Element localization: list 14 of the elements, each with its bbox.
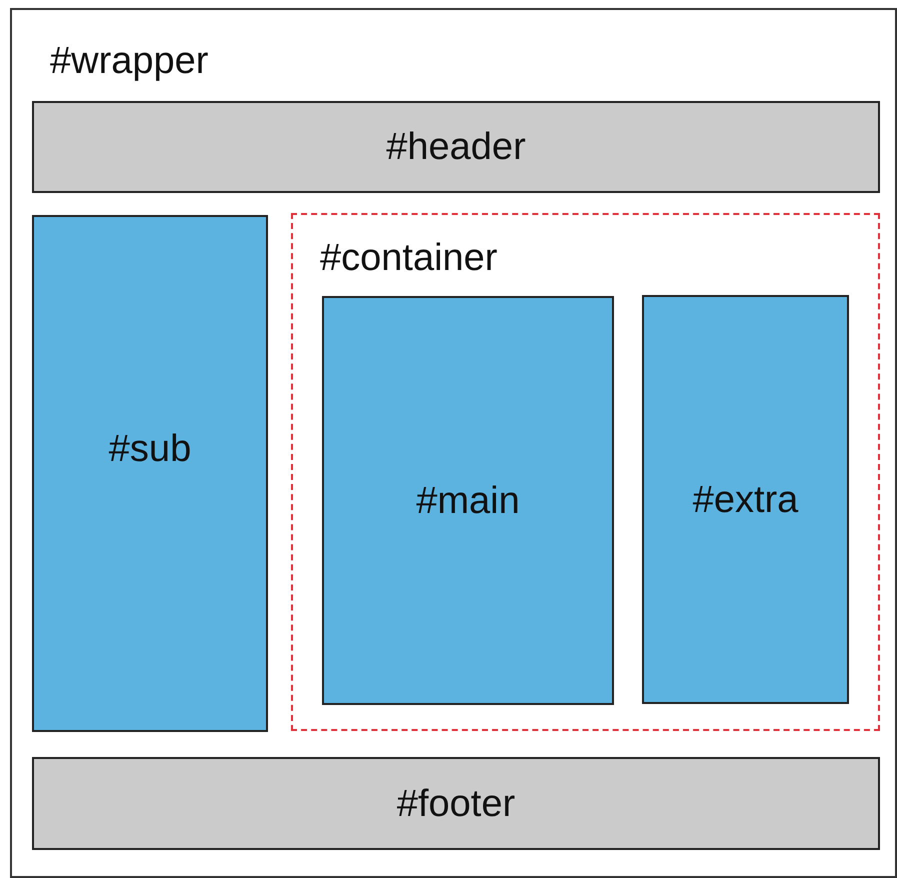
extra-column — [642, 295, 849, 704]
sidebar-column — [32, 215, 268, 732]
box-label: #extra — [692, 480, 798, 518]
wrapper-box — [10, 8, 897, 878]
footer-bar — [32, 757, 880, 850]
box-label: #container — [320, 239, 498, 277]
box-label: #sub — [108, 430, 192, 468]
box-label: #wrapper — [50, 42, 208, 80]
header-bar — [32, 101, 880, 193]
main-column — [322, 296, 614, 705]
box-label: #header — [386, 128, 526, 166]
box-label: #main — [416, 482, 520, 520]
box-label: #footer — [396, 784, 516, 822]
container-region — [291, 213, 880, 731]
